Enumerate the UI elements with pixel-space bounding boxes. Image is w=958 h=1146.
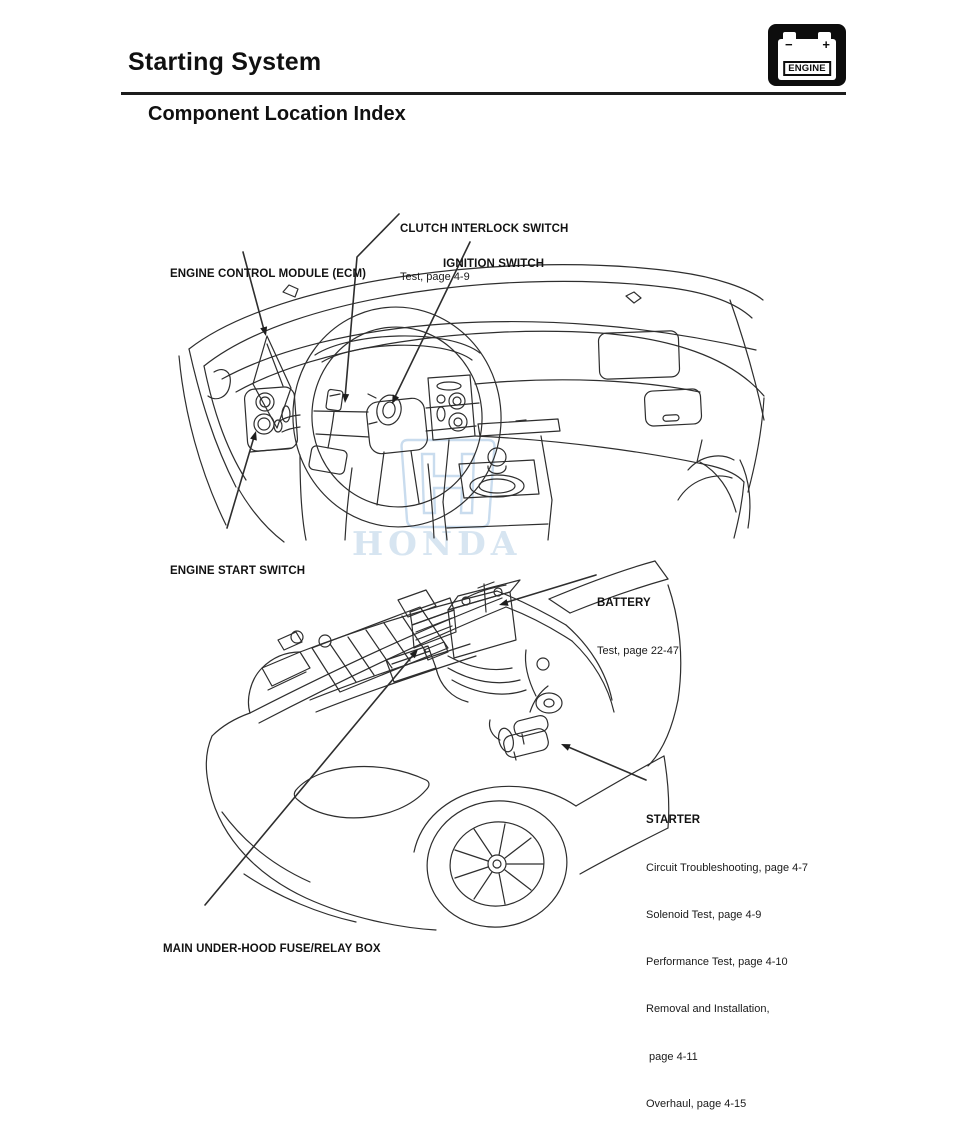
leader-lines	[204, 213, 647, 906]
fuse-box-arrowhead	[409, 649, 418, 659]
ignition-leader-line	[393, 241, 471, 400]
callout-starter-ref: Performance Test, page 4-10	[646, 956, 788, 969]
ecm-leader-line	[242, 251, 265, 331]
battery-terminal-icon	[783, 32, 796, 40]
minus-sign: −	[785, 37, 793, 52]
starter-arrowhead	[561, 744, 571, 751]
callout-starter-ref: Removal and Installation,	[646, 1003, 770, 1016]
callout-ignition-switch: IGNITION SWITCH	[443, 222, 544, 307]
ignition-arrowhead	[392, 394, 399, 404]
section-title: Component Location Index	[148, 103, 406, 125]
callout-clutch-ref: Test, page 4-9	[400, 270, 470, 283]
callout-engine-start-name: ENGINE START SWITCH	[170, 565, 306, 577]
engine-bay-line-art	[205, 560, 682, 931]
clutch-interlock-leader-line	[344, 213, 400, 399]
component-location-line-art	[178, 213, 765, 931]
callout-battery: BATTERY Test, page 22-47	[597, 561, 679, 693]
callout-engine-start-switch: ENGINE START SWITCH	[170, 529, 305, 614]
callout-fuse-relay-box: MAIN UNDER-HOOD FUSE/RELAY BOX	[163, 907, 381, 992]
starter-leader-line	[565, 745, 647, 781]
callout-fuse-box-name: MAIN UNDER-HOOD FUSE/RELAY BOX	[163, 943, 381, 955]
battery-leader-line	[503, 574, 597, 604]
engine-icon-label: ENGINE	[783, 61, 831, 76]
battery-icon-body: − + ENGINE	[778, 32, 836, 80]
callout-clutch-name: CLUTCH INTERLOCK SWITCH	[400, 223, 569, 235]
ecm-arrowhead	[260, 326, 268, 336]
callout-starter-name: STARTER	[646, 814, 701, 826]
callout-ecm-name: ENGINE CONTROL MODULE (ECM)	[170, 268, 367, 280]
fuse-box-leader-line	[204, 653, 415, 906]
clutch-interlock-arrowhead	[342, 393, 350, 403]
dashboard-line-art	[178, 264, 765, 543]
callout-battery-ref: Test, page 22-47	[597, 644, 679, 657]
callout-starter-ref: page 4-11	[646, 1050, 698, 1063]
manual-page: Starting System Component Location Index…	[121, 24, 846, 1110]
callout-starter-ref: Overhaul, page 4-15	[646, 1097, 747, 1110]
leader-arrowheads	[250, 326, 571, 751]
callout-ignition-name: IGNITION SWITCH	[443, 258, 545, 270]
callout-starter-ref: Solenoid Test, page 4-9	[646, 908, 762, 921]
callout-clutch-interlock-switch: CLUTCH INTERLOCK SWITCH Test, page 4-9	[400, 187, 568, 319]
callout-battery-name: BATTERY	[597, 597, 651, 609]
title-rule	[121, 92, 846, 95]
engine-start-arrowhead	[250, 431, 257, 441]
callout-starter: STARTER Circuit Troubleshooting, page 4-…	[646, 778, 808, 1146]
engine-start-leader-line	[226, 436, 255, 529]
callout-ecm: ENGINE CONTROL MODULE (ECM)	[170, 232, 366, 317]
callout-starter-ref: Circuit Troubleshooting, page 4-7	[646, 861, 809, 874]
battery-arrowhead	[499, 599, 509, 606]
engine-battery-icon: − + ENGINE	[768, 24, 846, 86]
page-title: Starting System	[128, 48, 322, 76]
plus-sign: +	[822, 37, 830, 52]
battery-terminal-icon	[818, 32, 831, 40]
